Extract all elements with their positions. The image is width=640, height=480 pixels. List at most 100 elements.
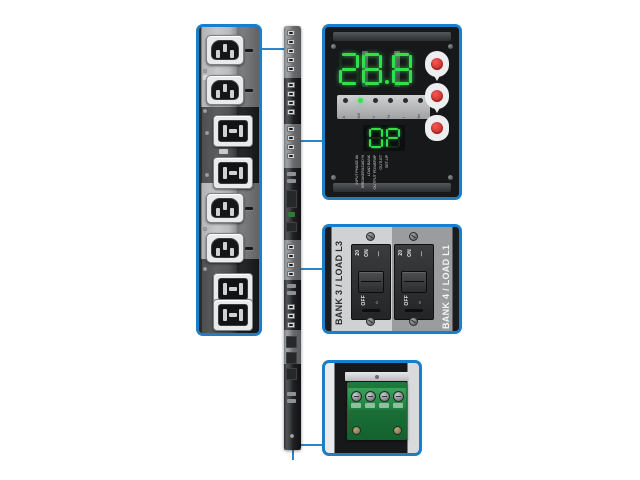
strip-network-port[interactable] (286, 222, 297, 232)
meter-up-button[interactable] (425, 51, 449, 81)
meter-screw (448, 44, 453, 49)
terminal-port[interactable] (351, 391, 362, 402)
strip-meter-module[interactable] (286, 190, 297, 208)
strip-outlet[interactable] (287, 48, 295, 54)
seven-segment-digit (339, 53, 359, 85)
outlet-slot-neutral (239, 283, 243, 295)
meter-led-strip: A kW V % I Hz (337, 95, 430, 119)
outlet-slot-neutral (239, 167, 243, 179)
button-dot-icon (431, 90, 443, 102)
strip-outlet[interactable] (287, 153, 295, 159)
strip-breaker-block[interactable] (287, 179, 296, 183)
strip-outlet[interactable] (287, 262, 295, 268)
outlet-c19[interactable] (213, 115, 253, 147)
outlet-c19[interactable] (213, 157, 253, 189)
outlet-status-led (205, 131, 209, 135)
outlet-status-led (203, 267, 207, 271)
strip-outlet[interactable] (287, 91, 295, 97)
mode-legend-item: INPUT PHASE I/A (354, 155, 359, 185)
outlet-c13[interactable] (206, 35, 244, 65)
outlet-status-led (203, 227, 207, 231)
pdu-full-strip[interactable] (284, 26, 301, 450)
outlet-slot-ground (229, 287, 237, 291)
breaker-2[interactable]: 20 ON — OFF ○ (394, 244, 434, 320)
strip-outlet[interactable] (287, 144, 295, 150)
strip-outlet[interactable] (287, 100, 295, 106)
strip-outlet[interactable] (287, 253, 295, 259)
outlet-face (211, 40, 239, 60)
breaker-2-on-symbol: — (419, 251, 425, 257)
seven-segment-char (368, 128, 383, 148)
outlet-status-led (203, 109, 207, 113)
outlet-status-led (203, 69, 207, 73)
meter-screw (331, 175, 336, 180)
outlet-slot-neutral (230, 208, 234, 216)
breaker-faceplate: BANK 3 / LOAD L3 20 ON — OFF ○ 20 ON — O… (325, 227, 459, 331)
meter-select-button[interactable] (425, 115, 449, 141)
outlet-slot-neutral (230, 50, 234, 58)
strip-breaker-block[interactable] (287, 172, 296, 176)
strip-status-led (290, 434, 294, 438)
breaker-2-toggle[interactable] (401, 271, 427, 293)
outlet-c13[interactable] (206, 75, 244, 105)
breaker-2-on-label: ON (407, 249, 413, 257)
outlet-slot-ground (229, 129, 237, 133)
button-dot-icon (431, 58, 443, 70)
strip-outlet[interactable] (287, 135, 295, 141)
strip-outlet[interactable] (287, 126, 295, 132)
leader-line-outlet (262, 48, 286, 50)
leader-line-terminal-drop (292, 444, 294, 460)
strip-outlet-module[interactable] (286, 368, 297, 380)
terminal-port[interactable] (379, 391, 390, 402)
breaker-2-rating: 20 (398, 250, 404, 256)
breaker-1-off-symbol: ○ (374, 298, 380, 305)
terminal-strip (348, 388, 406, 410)
strip-outlet[interactable] (287, 66, 295, 72)
outlet-slot-line (216, 248, 220, 256)
outlet-slot-ground (223, 202, 227, 210)
terminal-tab (365, 403, 375, 408)
terminal-port[interactable] (393, 391, 404, 402)
strip-outlet[interactable] (287, 304, 295, 310)
strip-outlet-module[interactable] (286, 336, 297, 348)
strip-outlet[interactable] (287, 244, 295, 250)
outlet-c13[interactable] (206, 193, 244, 223)
strip-breaker-block[interactable] (287, 291, 296, 295)
outlet-face (218, 120, 248, 142)
strip-outlet[interactable] (287, 82, 295, 88)
strip-outlet[interactable] (287, 313, 295, 319)
meter-led-i (403, 98, 408, 103)
outlet-c19[interactable] (213, 299, 253, 331)
outlet-slot-line (223, 309, 227, 321)
outlet-vent-slit (245, 89, 253, 92)
strip-outlet[interactable] (287, 109, 295, 115)
strip-outlet[interactable] (287, 57, 295, 63)
breaker-screw (366, 317, 375, 326)
terminal-port[interactable] (365, 391, 376, 402)
outlet-vent-slit (245, 207, 253, 210)
strip-outlet-module[interactable] (286, 352, 297, 364)
strip-breaker-block[interactable] (287, 284, 296, 288)
terminal-tab (351, 403, 361, 408)
breaker-1[interactable]: 20 ON — OFF ○ (351, 244, 391, 320)
strip-outlet[interactable] (287, 322, 295, 328)
button-stem (432, 72, 442, 81)
strip-outlet[interactable] (287, 39, 295, 45)
strip-outlet[interactable] (287, 30, 295, 36)
terminal-tab (393, 403, 403, 408)
breaker-1-rating: 20 (355, 250, 361, 256)
outlet-slot-neutral (239, 125, 243, 137)
callout-digital-meter: 28.8 A kW V % I Hz (322, 24, 462, 200)
meter-down-button[interactable] (425, 83, 449, 113)
mode-legend-item: LOAD BANK (366, 155, 371, 177)
outlet-vent-slit (245, 49, 253, 52)
strip-outlet[interactable] (287, 271, 295, 277)
mode-legend-item: OUTPUT POWER/IP (372, 155, 377, 190)
terminal-cover-plate (345, 372, 409, 381)
callout-terminal-block (322, 360, 422, 456)
decimal-point (385, 80, 389, 84)
outlet-c13[interactable] (206, 233, 244, 263)
outlet-slot-line (223, 167, 227, 179)
breaker-1-toggle[interactable] (358, 271, 384, 293)
terminal-tab (379, 403, 389, 408)
